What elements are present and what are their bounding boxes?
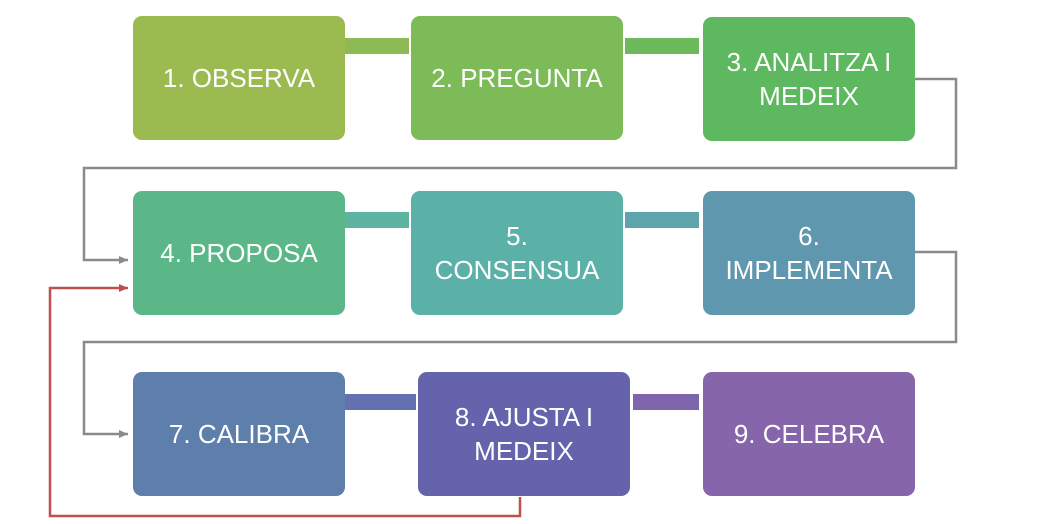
step-label-2: 2. PREGUNTA xyxy=(431,63,603,93)
link-2-3 xyxy=(625,38,699,54)
step-box-6: 6. IMPLEMENTA xyxy=(703,191,915,315)
step-box-7: 7. CALIBRA xyxy=(133,372,345,496)
step-label-3: 3. ANALITZA I MEDEIX xyxy=(726,47,892,111)
connector-3-to-4 xyxy=(82,77,958,264)
step-label-6: 6. IMPLEMENTA xyxy=(725,221,893,285)
step-box-1: 1. OBSERVA xyxy=(133,16,345,140)
loop-back-8-to-4 xyxy=(48,284,522,518)
step-label-7: 7. CALIBRA xyxy=(168,419,310,449)
step-label-4: 4. PROPOSA xyxy=(160,238,318,268)
link-5-6 xyxy=(625,212,699,228)
step-label-5: 5. CONSENSUA xyxy=(434,221,600,285)
step-label-8: 8. AJUSTA I MEDEIX xyxy=(454,402,594,466)
step-label-1: 1. OBSERVA xyxy=(162,63,316,93)
step-box-2: 2. PREGUNTA xyxy=(411,16,623,140)
connector-6-to-7 xyxy=(82,250,958,438)
link-8-9 xyxy=(633,394,699,410)
link-7-8 xyxy=(345,394,416,410)
step-box-4: 4. PROPOSA xyxy=(133,191,345,315)
link-4-5 xyxy=(345,212,409,228)
link-1-2 xyxy=(345,38,409,54)
step-box-3: 3. ANALITZA I MEDEIX xyxy=(703,17,915,141)
step-box-8: 8. AJUSTA I MEDEIX xyxy=(418,372,630,496)
step-label-9: 9. CELEBRA xyxy=(733,419,885,449)
step-box-5: 5. CONSENSUA xyxy=(411,191,623,315)
step-box-9: 9. CELEBRA xyxy=(703,372,915,496)
